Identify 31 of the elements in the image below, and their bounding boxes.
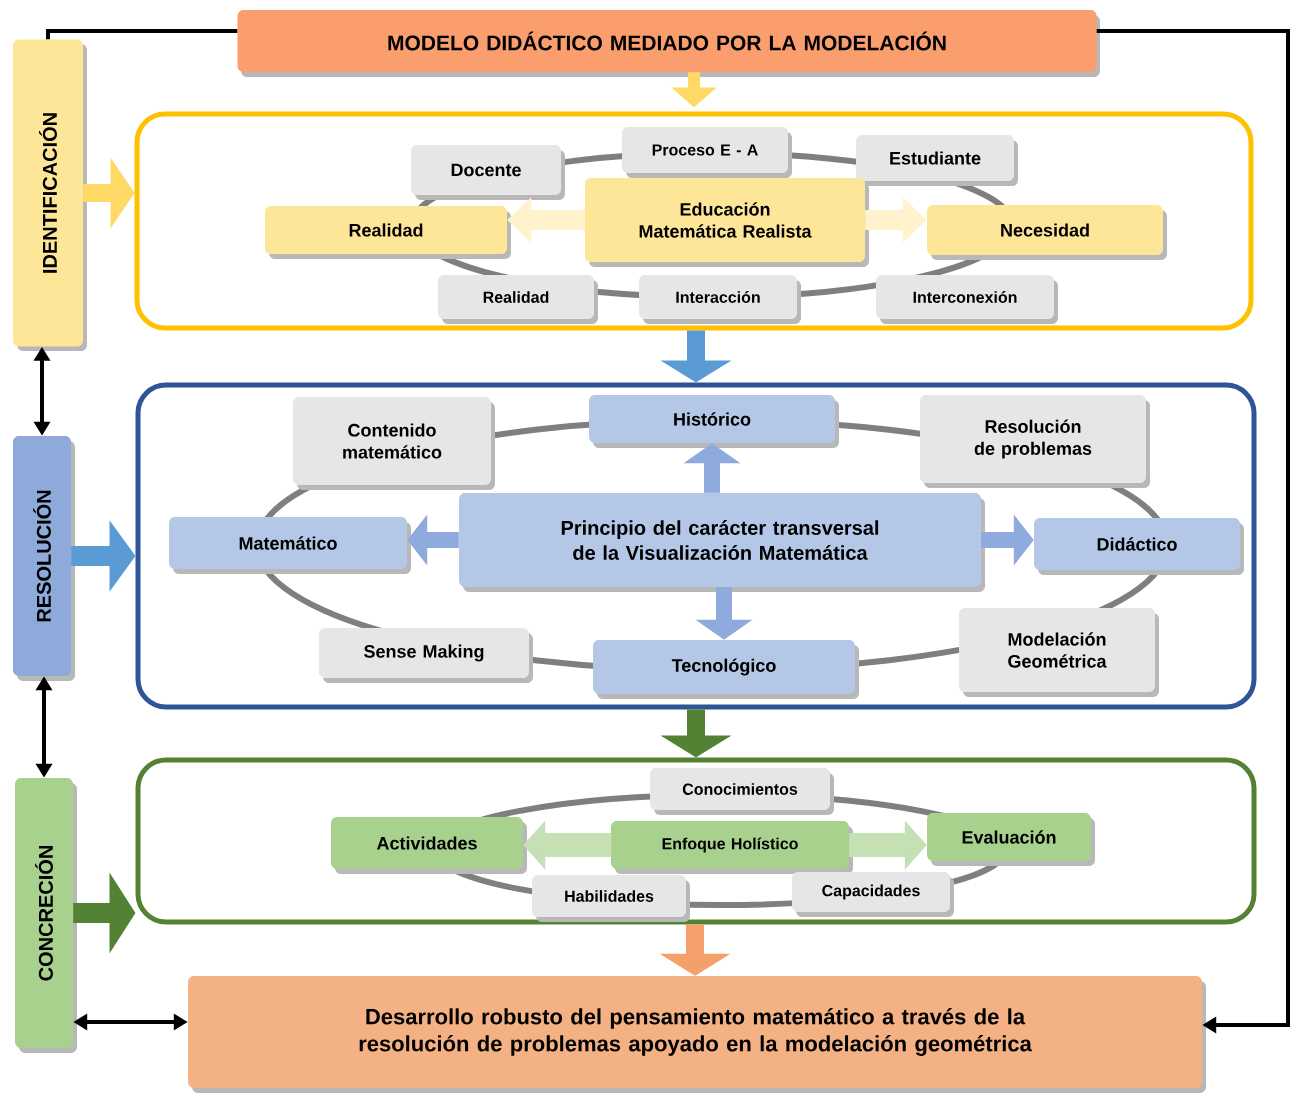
concept-box: Interacción bbox=[639, 275, 801, 324]
concept-box: Enfoque Holístico bbox=[611, 821, 853, 874]
concept-box: Estudiante bbox=[856, 135, 1018, 186]
title-box: MODELO DIDÁCTICO MEDIADO POR LA MODELACIÓN bbox=[237, 10, 1100, 77]
concept-box: Histórico bbox=[589, 395, 839, 448]
concept-box: Matemático bbox=[169, 517, 411, 574]
concept-box: Realidad bbox=[438, 275, 598, 324]
concept-box: Docente bbox=[411, 145, 565, 200]
stage-label: IDENTIFICACIÓN bbox=[13, 39, 87, 351]
concept-box: Modelación Geométrica bbox=[959, 608, 1159, 697]
concept-box: Evaluación bbox=[927, 813, 1095, 866]
concept-box: Conocimientos bbox=[650, 768, 834, 815]
concept-box: Contenido matemático bbox=[293, 397, 495, 490]
concept-box: Principio del carácter transversal de la Visualización Matemática bbox=[459, 493, 985, 592]
concept-box: Realidad bbox=[265, 206, 511, 259]
concept-box: Interconexión bbox=[876, 275, 1058, 324]
stage-label: RESOLUCIÓN bbox=[13, 436, 75, 681]
connector-arrow bbox=[1096, 29, 1290, 1034]
concept-box: Sense Making bbox=[319, 628, 533, 683]
concept-box: Tecnológico bbox=[593, 640, 859, 699]
concept-box: Capacidades bbox=[792, 872, 954, 917]
concept-box: Resolución de problemas bbox=[920, 395, 1150, 488]
concept-box: Proceso E - A bbox=[622, 127, 792, 178]
stage-label: CONCRECIÓN bbox=[15, 778, 77, 1053]
concept-box: Habilidades bbox=[532, 875, 690, 922]
concept-box: Educación Matemática Realista bbox=[585, 178, 869, 267]
connector-line bbox=[46, 29, 238, 40]
concept-box: Necesidad bbox=[927, 205, 1167, 260]
concept-box: Actividades bbox=[331, 817, 527, 874]
concept-box: Didáctico bbox=[1034, 518, 1244, 575]
result-box: Desarrollo robusto del pensamiento matemático a través de la resolución de problemas apoyado en la modelación geométrica bbox=[188, 976, 1206, 1093]
